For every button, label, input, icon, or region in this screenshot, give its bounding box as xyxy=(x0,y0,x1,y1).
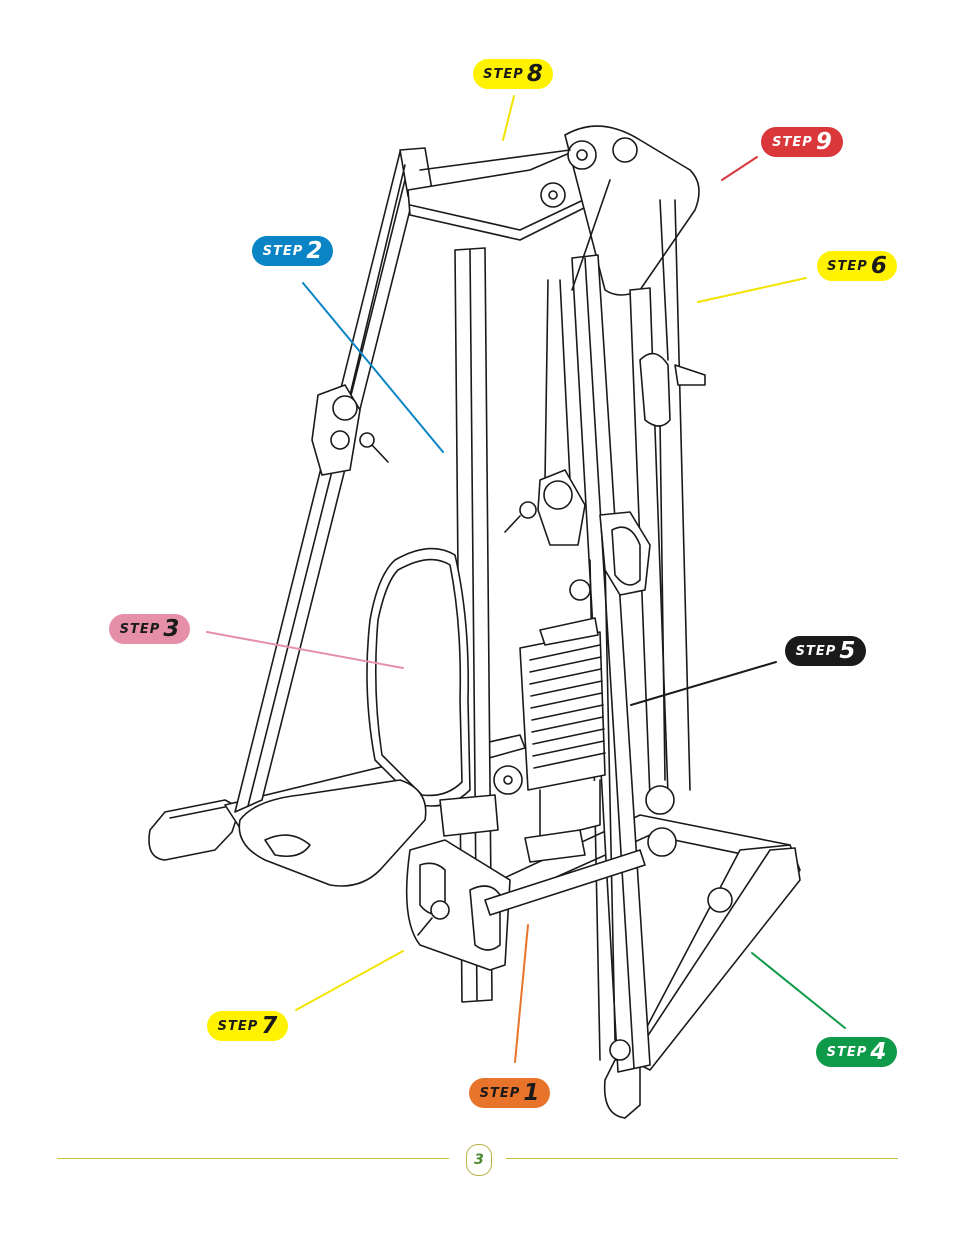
step-6-number: 6 xyxy=(870,252,887,279)
step-6-leader-line xyxy=(697,277,807,303)
step-5-number: 5 xyxy=(839,637,856,664)
page-number: 3 xyxy=(474,1152,484,1168)
step-3-word: STEP xyxy=(119,621,161,637)
step-3-leader-line xyxy=(206,631,404,669)
step-2-word: STEP xyxy=(262,243,304,259)
step-9-number: 9 xyxy=(815,128,832,155)
step-9-leader-line xyxy=(721,156,758,181)
footer-rule-left xyxy=(57,1158,449,1159)
page-number-badge: 3 xyxy=(466,1144,492,1176)
step-7-word: STEP xyxy=(217,1018,259,1034)
step-7-leader-line xyxy=(295,950,404,1011)
step-4-word: STEP xyxy=(826,1044,868,1060)
step-2-number: 2 xyxy=(306,237,323,264)
step-2-leader-line xyxy=(302,282,444,453)
step-6-word: STEP xyxy=(827,258,868,274)
step-7-number: 7 xyxy=(261,1012,278,1039)
step-3-number: 3 xyxy=(163,615,180,642)
step-8-word: STEP xyxy=(483,66,524,82)
step-5-leader-line xyxy=(630,661,777,706)
step-4-leader-line xyxy=(751,952,846,1029)
step-1-leader-line xyxy=(514,924,529,1063)
step-1-word: STEP xyxy=(479,1085,521,1101)
step-5-word: STEP xyxy=(795,643,837,659)
step-8-number: 8 xyxy=(526,60,543,87)
step-8-leader-line xyxy=(502,95,515,141)
step-9-word: STEP xyxy=(772,134,813,150)
step-4-number: 4 xyxy=(870,1038,887,1065)
footer-rule-right xyxy=(506,1158,898,1159)
step-1-number: 1 xyxy=(523,1079,540,1106)
